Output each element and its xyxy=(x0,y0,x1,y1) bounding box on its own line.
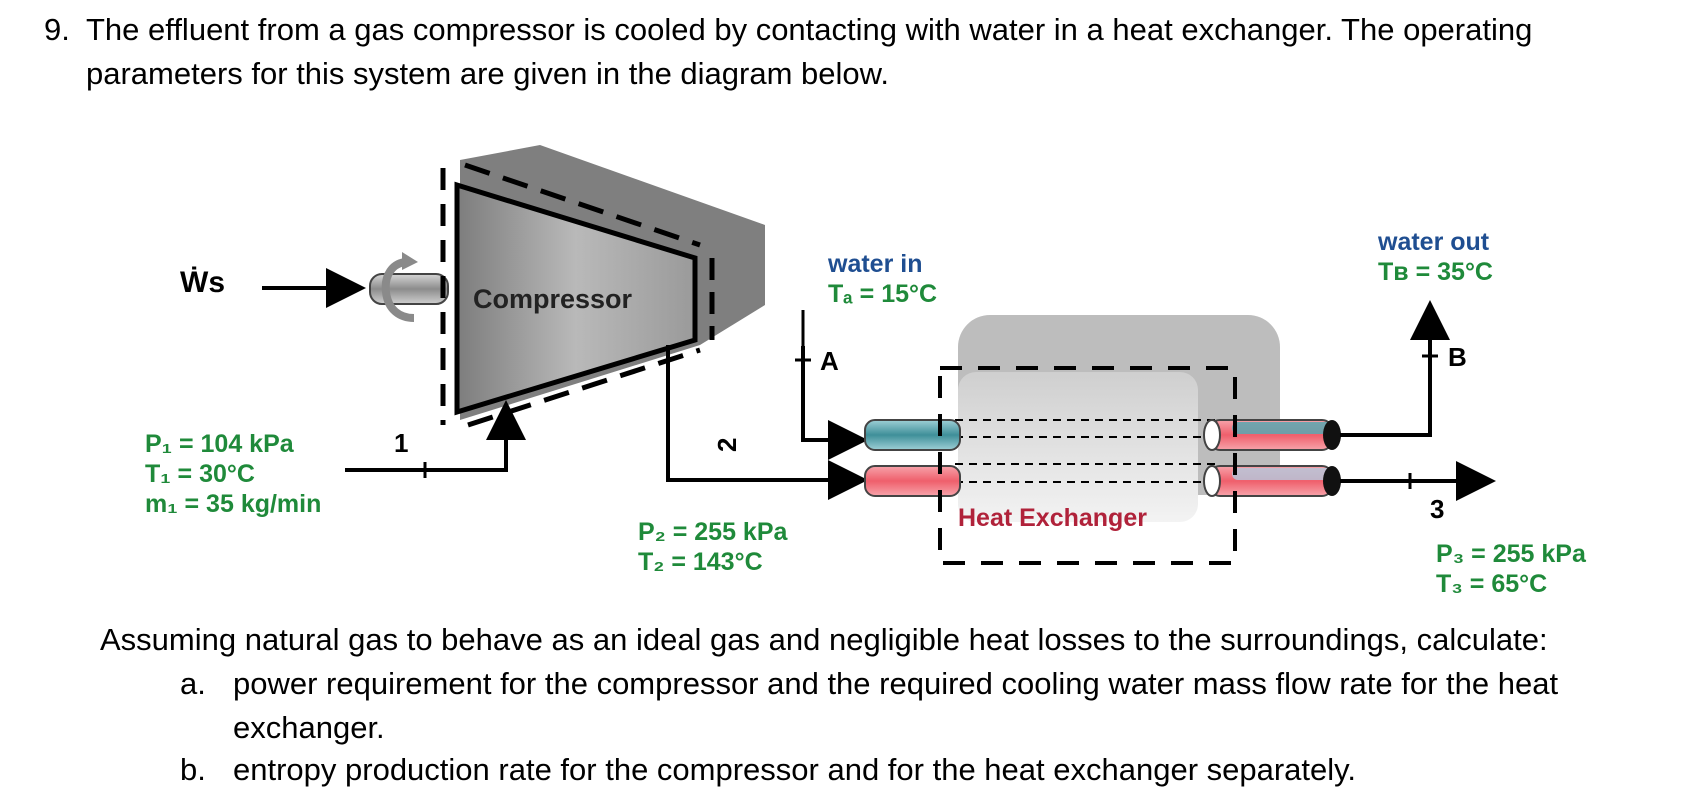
stream-1-line xyxy=(345,400,526,472)
cold-outlet-tube-highlight xyxy=(1232,422,1332,434)
stream-2-line xyxy=(666,345,868,500)
water-in-id: A xyxy=(820,346,839,376)
task-b-marker: b. xyxy=(180,752,206,787)
hot-outlet-tube-highlight xyxy=(1232,468,1332,480)
water-in-line xyxy=(801,346,868,460)
compressor-shaft xyxy=(369,273,449,305)
stream-3-temperature: T₃ = 65°C xyxy=(1436,570,1547,598)
stream-3-pressure: P₃ = 255 kPa xyxy=(1436,540,1587,568)
water-out-temperature: Tʙ = 35°C xyxy=(1378,258,1493,286)
stream-1-mass-flow: m₁ = 35 kg/min xyxy=(145,490,321,518)
compressor-label: Compressor xyxy=(473,284,633,314)
hot-outlet-start xyxy=(1203,465,1221,497)
compressor-boundary-top xyxy=(464,162,701,248)
rotation-icon xyxy=(381,258,415,322)
stream-1-pressure: P₁ = 104 kPa xyxy=(145,430,295,458)
heat-exchanger-label: Heat Exchanger xyxy=(958,504,1147,532)
task-b-line-1: entropy production rate for the compress… xyxy=(233,752,1356,787)
water-out-title: water out xyxy=(1377,228,1490,256)
stream-2-temperature: T₂ = 143°C xyxy=(638,548,763,576)
stream-3-id: 3 xyxy=(1430,494,1444,524)
task-a-line-2: exchanger. xyxy=(233,710,385,745)
stream-2-id: 2 xyxy=(712,438,742,452)
question-number: 9. xyxy=(44,12,70,47)
task-intro: Assuming natural gas to behave as an ide… xyxy=(100,622,1548,657)
question-text-line-2: parameters for this system are given in … xyxy=(86,56,889,91)
cold-outlet-end xyxy=(1323,420,1341,450)
stream-1-id: 1 xyxy=(394,428,408,458)
hot-inlet-tube xyxy=(864,465,961,497)
task-a-marker: a. xyxy=(180,666,206,701)
heat-exchanger-front xyxy=(958,372,1198,522)
question-text-line-1: The effluent from a gas compressor is co… xyxy=(86,12,1533,47)
water-out-line xyxy=(1340,300,1450,437)
hot-outlet-end xyxy=(1323,466,1341,496)
cold-inlet-tube xyxy=(864,419,961,451)
task-a-line-1: power requirement for the compressor and… xyxy=(233,666,1559,701)
water-in-temperature: Tₐ = 15°C xyxy=(828,280,937,308)
stream-2-pressure: P₂ = 255 kPa xyxy=(638,518,789,546)
water-in-title: water in xyxy=(827,250,922,278)
compressor-body xyxy=(454,181,698,416)
cold-outlet-start xyxy=(1203,419,1221,451)
heat-exchanger-boundary xyxy=(938,366,1237,565)
water-out-id: B xyxy=(1448,342,1467,372)
work-input-label: Ẇs xyxy=(180,266,225,299)
rotation-arrowhead-icon xyxy=(402,252,418,270)
stream-1-temperature: T₁ = 30°C xyxy=(145,460,255,488)
